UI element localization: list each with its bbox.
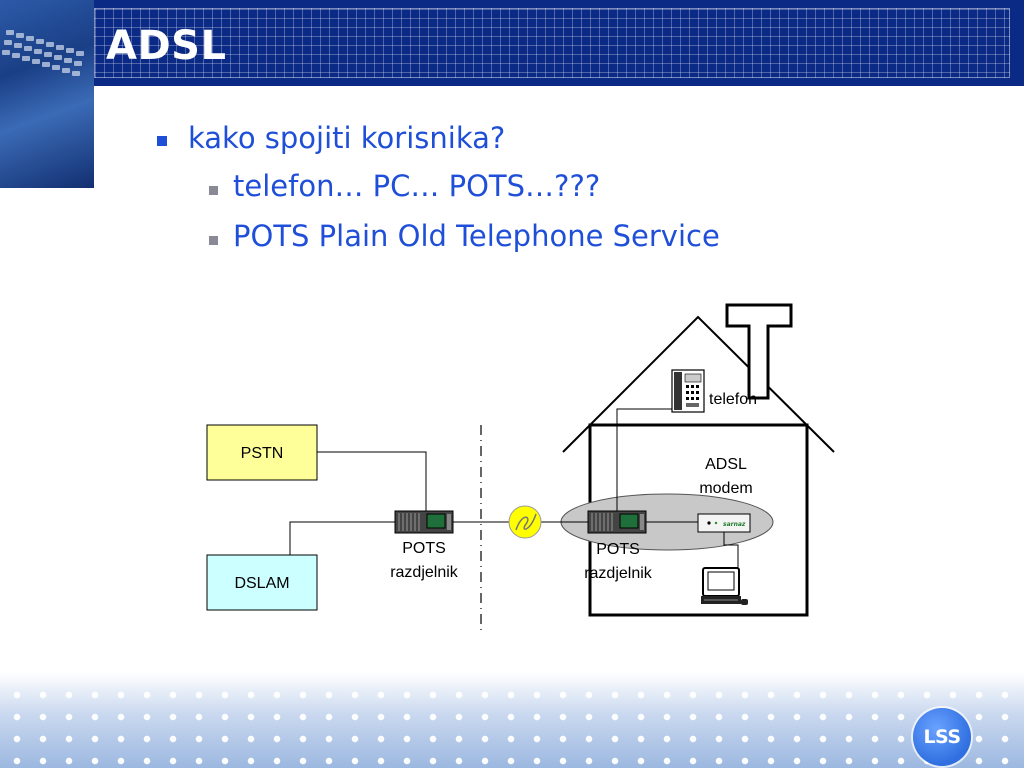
phone-label: telefon — [709, 391, 757, 408]
splitter-left-label-2: razdjelnik — [390, 564, 459, 581]
modem-label-1: ADSL — [705, 456, 747, 473]
telephone-icon — [671, 369, 705, 413]
line-filter-icon — [508, 505, 542, 539]
header-grid-pattern — [94, 8, 1010, 78]
sub-bullet-1: telefon… PC… POTS…??? — [233, 169, 601, 203]
splitter-right-label-1: POTS — [596, 541, 640, 558]
splitter-left-label-1: POTS — [402, 540, 446, 557]
computer-icon — [701, 567, 748, 605]
pots-splitter-left-icon — [394, 510, 454, 534]
modem-brand: sarnaz — [723, 521, 746, 528]
bullet-main: kako spojiti korisnika? — [188, 121, 506, 155]
lss-logo: LSS — [913, 708, 971, 766]
sub-bullet-2: POTS Plain Old Telephone Service — [233, 219, 720, 253]
connection-lines — [289, 408, 739, 568]
pstn-box — [206, 424, 318, 481]
modem-label-2: modem — [699, 480, 752, 497]
splitter-right-label-2: razdjelnik — [584, 565, 653, 582]
header-keyboard-photo — [0, 0, 94, 188]
slide-title: ADSL — [106, 23, 227, 69]
footer-dot-pattern — [0, 680, 1024, 768]
bullet-marker — [157, 136, 167, 146]
dslam-box — [206, 554, 318, 611]
pots-splitter-right-icon — [587, 510, 647, 534]
adsl-modem-icon: sarnaz — [697, 513, 751, 533]
footer-band — [0, 672, 1024, 768]
sub-bullet-marker — [209, 236, 218, 245]
header-banner — [0, 0, 1024, 86]
sub-bullet-marker — [209, 186, 218, 195]
pstn-label: PSTN — [241, 445, 284, 462]
dslam-label: DSLAM — [234, 575, 289, 592]
